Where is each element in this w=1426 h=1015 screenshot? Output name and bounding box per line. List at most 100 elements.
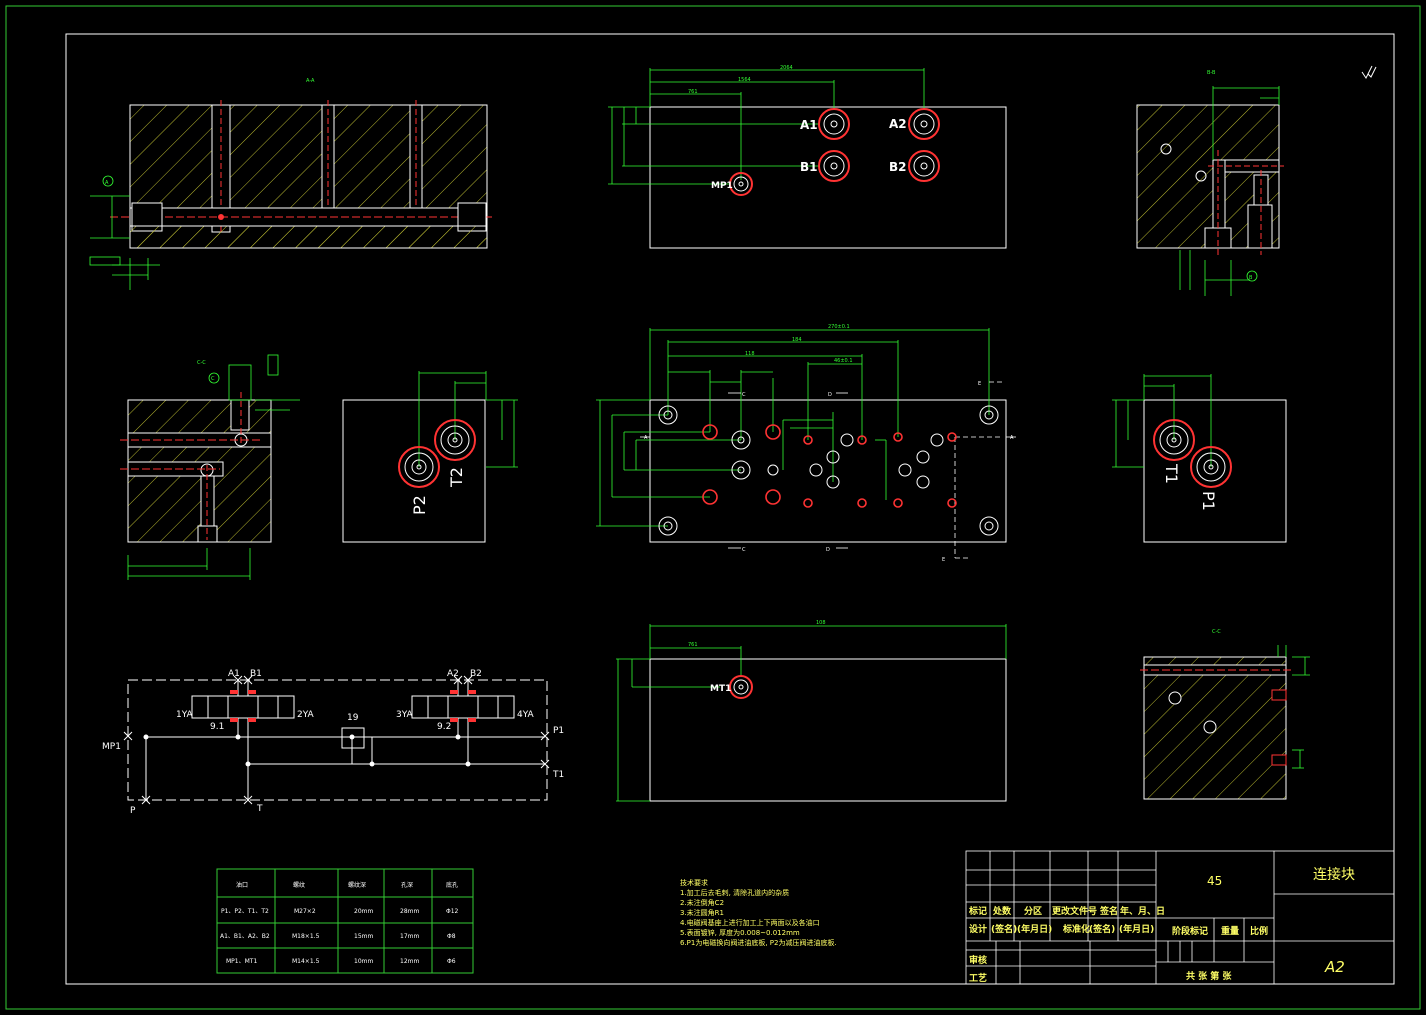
marker-c-label: C [211,376,215,382]
marker-e-top: E [978,381,981,387]
dim-761-bottom: 761 [688,642,698,648]
roughness-symbol [1361,65,1377,79]
table-cell: A1、B1、A2、B2 [220,933,270,940]
table-header: 油口 [236,881,248,889]
port-mp1-label: MP1 [711,181,733,191]
table-cell: 17mm [400,933,419,940]
table-cell: M18×1.5 [292,933,320,940]
dim-118: 118 [745,351,755,357]
port-mt1-label: MT1 [710,684,731,694]
table-cell: 15mm [354,933,373,940]
schematic-p: P [130,806,136,816]
tech-note-line: 1.加工后去毛刺, 清除孔道内的杂质 [680,888,789,897]
marker-d-top: D [828,392,832,398]
tb-sheets: 共 张 第 张 [1186,970,1232,982]
table-cell: M27×2 [294,908,316,915]
tb-row2: (年月日) [1119,923,1154,935]
tb-process: 工艺 [969,972,987,984]
schematic-b2: B2 [470,669,482,679]
tb-row1: 分区 [1024,905,1042,917]
tb-row1: 标记 [968,905,987,917]
table-cell: 12mm [400,958,419,965]
marker-d-bottom: D [826,547,830,553]
dim-2064: 2064 [780,65,793,71]
dim-184: 184 [792,337,802,343]
top-plan-view: 270±0.1 184 118 46±0.1 C C D D E E A A [596,324,1016,563]
dim-108: 108 [816,620,826,626]
section-a-a-label: A-A [306,78,315,84]
inner-border [65,33,1395,985]
material-label: 45 [1207,874,1222,888]
port-a2-label: A2 [889,117,907,131]
port-t1-symbol [1153,419,1195,461]
port-a2-symbol [908,108,940,140]
sheet-format: A2 [1324,958,1345,976]
table-header: 螺纹 [293,881,305,889]
tb-weight: 重量 [1221,925,1239,937]
section-a-a-view: A-A A [89,78,492,290]
tech-note-line: 6.P1为电磁换向阀进油底板, P2为减压阀进油底板. [680,938,837,947]
front-view: A1 A2 B1 B2 MP1 2064 1564 761 [608,65,1007,249]
port-b1-label: B1 [800,160,818,174]
port-p1-symbol [1190,446,1232,488]
section-c-c-view: C-C C [120,354,300,580]
title-block-text: 45 连接块 A2 标记 处数 分区 更改文件号 签名 年、月、日 设计 (签名… [968,866,1355,984]
port-t2-label: T2 [447,467,466,488]
tb-row2: (签名) [991,923,1017,935]
outer-border [5,5,1421,1010]
table-cell: MP1、MT1 [226,958,257,965]
table-cell: P1、P2、T1、T2 [221,908,269,915]
technical-requirements: 技术要求 1.加工后去毛刺, 清除孔道内的杂质 2.未注倒角C2 3.未注圆角R… [680,878,837,947]
table-cell: Φ8 [447,933,456,940]
port-b1-symbol [818,150,850,182]
marker-c-top: C [742,392,746,398]
schematic-4ya: 4YA [517,710,535,720]
tech-note-line: 2.未注倒角C2 [680,898,724,907]
table-header: 底孔 [446,881,458,889]
part-name: 连接块 [1313,866,1355,883]
side-view-right: T1 P1 [1112,374,1287,543]
marker-a-right: A [1010,435,1014,441]
marker-c-bottom: C [742,547,746,553]
port-t1-label: T1 [1162,463,1181,484]
marker-b-label: B [1249,275,1253,281]
table-cell: Φ12 [446,908,459,915]
tech-note-line: 3.未注圆角R1 [680,908,724,917]
tb-row1: 处数 [992,905,1012,917]
table-header: 螺纹深 [348,881,366,889]
dim-270: 270±0.1 [828,324,850,330]
table-cell: 20mm [354,908,373,915]
hydraulic-schematic: A1 B1 A2 B2 1YA 2YA 3YA 4YA 9.1 9.2 19 M… [102,669,564,816]
table-cell: 10mm [354,958,373,965]
schematic-9-1: 9.1 [210,722,224,732]
dim-761: 761 [688,89,698,95]
tb-row2: (签名) [1089,923,1115,935]
schematic-p1: P1 [553,726,564,736]
port-p1-label: P1 [1199,491,1218,511]
port-a1-symbol [818,108,850,140]
section-b-b-view: B-B B [1136,70,1284,296]
tb-stage: 阶段标记 [1172,925,1208,937]
port-mt1-symbol [729,675,753,699]
table-header: 孔深 [401,881,413,889]
dim-46: 46±0.1 [834,358,853,364]
title-block [965,850,1395,985]
schematic-2ya: 2YA [297,710,315,720]
section-c-c-right-view: C-C [1140,629,1310,800]
tb-row2: (年月日) [1017,923,1052,935]
tb-row1: 更改文件号 [1052,905,1097,917]
side-view-left: P2 T2 [342,371,518,543]
marker-a-left: A [644,435,648,441]
section-c-c-label: C-C [197,360,206,366]
port-a1-label: A1 [800,118,818,132]
tech-notes-title: 技术要求 [680,878,708,887]
schematic-9-2: 9.2 [437,722,451,732]
dim-1564: 1564 [738,77,751,83]
section-c-c-right-label: C-C [1212,629,1221,635]
tb-review: 审核 [969,954,987,966]
schematic-mp1: MP1 [102,742,121,752]
table-cell: 28mm [400,908,419,915]
port-table [216,868,474,974]
schematic-b1: B1 [250,669,262,679]
